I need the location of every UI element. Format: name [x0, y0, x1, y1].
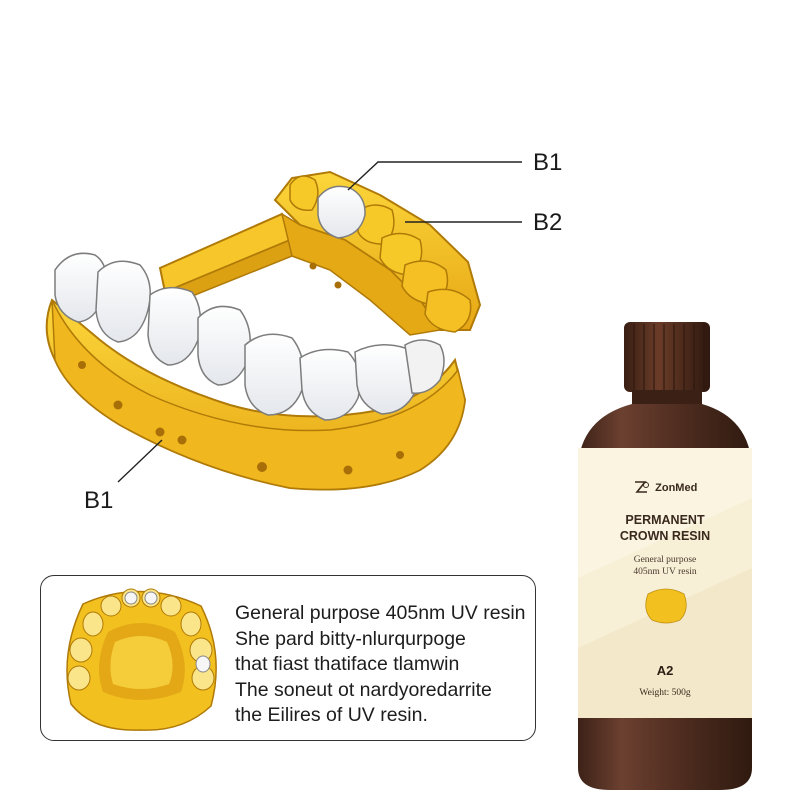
yellow-arch-thumbnail: [66, 588, 217, 731]
callout-top-b1: B1: [533, 149, 563, 176]
zonmed-logo-icon: [634, 480, 649, 493]
upper-arch-section: [158, 170, 482, 336]
callout-lines: [117, 161, 522, 483]
callout-top-b2: B2: [533, 209, 563, 236]
info-box: General purpose 405nm UV resin She pard …: [40, 575, 536, 741]
product-subtitle-1: General purpose: [633, 555, 697, 565]
product-subtitle-2: 405nm UV resin: [633, 567, 697, 577]
bottle-body: [578, 322, 752, 790]
info-line: the Eilires of UV resin.: [235, 704, 428, 726]
lower-arch-base: [45, 298, 467, 491]
brand-row: ZonMed: [578, 478, 752, 496]
tooth-row: [54, 252, 445, 421]
info-line: She pard bitty-nlurqurpoge: [235, 627, 466, 650]
info-text: General purpose 405nm UV resin She pard …: [235, 601, 535, 729]
dental-model-illustration: [45, 161, 522, 491]
brand-name: ZonMed: [655, 482, 698, 494]
info-line: General purpose 405nm UV resin: [235, 602, 526, 624]
bottle-label-text: ZonMed PERMANENT CROWN RESIN General pur…: [578, 448, 752, 718]
info-line: that fiast thatiface tlamwin: [235, 653, 460, 675]
product-title-2: CROWN RESIN: [619, 529, 711, 543]
shade-label: A2: [656, 663, 674, 678]
product-title-1: PERMANENT: [625, 513, 705, 527]
info-line: The soneut ot nardyoredarrite: [235, 678, 492, 701]
callout-bottom-b1: B1: [84, 487, 114, 514]
weight-label: Weight: 500g: [639, 688, 691, 698]
resin-bottle: ZonMed PERMANENT CROWN RESIN General pur…: [570, 318, 760, 792]
